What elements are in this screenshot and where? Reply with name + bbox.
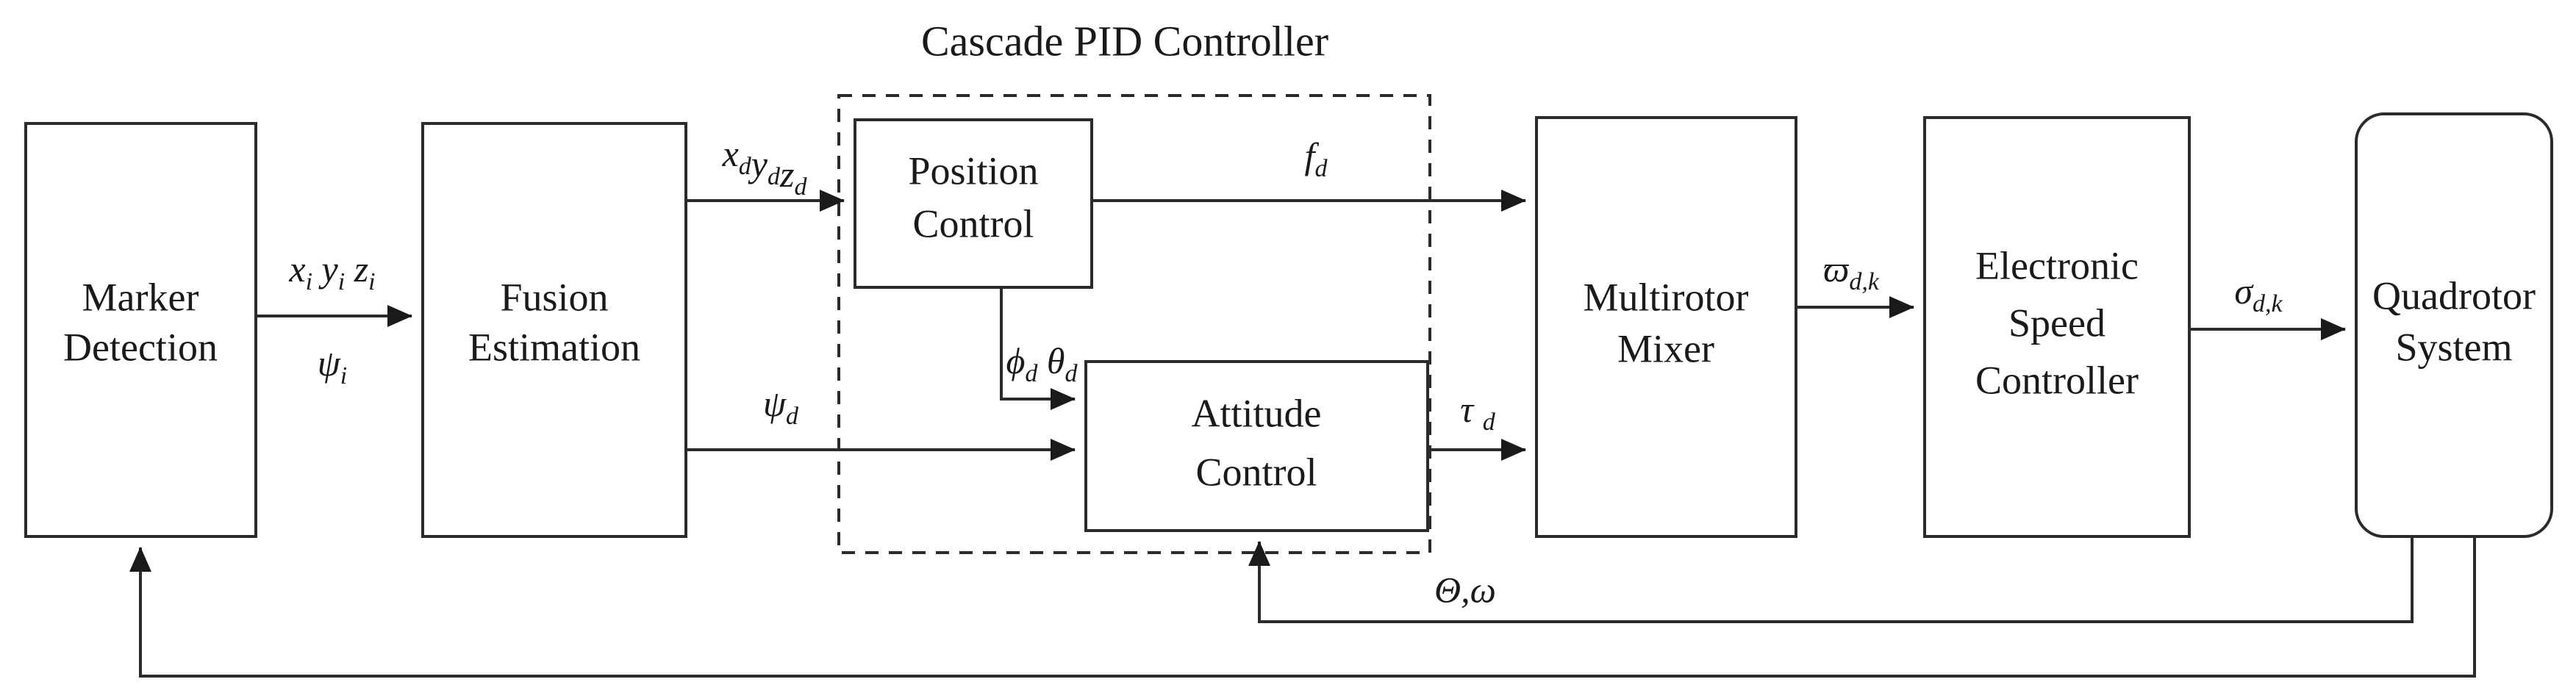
signal-label-fusion-to-attitude: ψd [763,383,799,429]
signal-label-fusion-to-position: xdydzd [722,133,808,200]
sig-psid-sub: d [786,403,799,430]
sig-psii-base: ψ [318,342,341,384]
esc-label-line1: Electronic [1975,243,2139,287]
sig-theta-omega: Θ,ω [1434,569,1496,610]
svg-text:τ d: τ d [1460,389,1495,435]
sig-taud-sub: d [1483,409,1496,436]
quadrotor-system-label-line2: System [2395,325,2512,369]
sig-xd-base: x [722,133,739,174]
sig-thetad-base: θ [1047,340,1065,381]
svg-text:ϕd θd: ϕd θd [1006,340,1078,387]
marker-detection-label-line1: Marker [82,275,199,319]
block-attitude-control[interactable]: Attitude Control [1084,360,1429,532]
fusion-estimation-label-line1: Fusion [500,275,608,319]
sig-zi-base: z [354,248,368,290]
marker-detection-box[interactable] [24,122,257,538]
cascade-pid-group-title: Cascade PID Controller [921,17,1328,65]
wire-outer-feedback [129,536,2476,678]
sig-varpi-sub: d,k [1849,268,1880,295]
attitude-control-label-line2: Control [1195,450,1317,494]
marker-detection-label-line2: Detection [63,325,218,369]
fusion-estimation-label-line2: Estimation [468,325,640,369]
sig-taud-base: τ [1460,389,1475,430]
signal-label-position-to-attitude: ϕd θd [1006,340,1078,387]
multirotor-mixer-label-line2: Mixer [1617,326,1714,370]
sig-sigma-sub: d,k [2253,290,2283,317]
svg-text:ϖd,k: ϖd,k [1823,248,1880,295]
signal-label-attitude-to-mixer: τ d [1460,389,1495,435]
block-quadrotor-system[interactable]: Quadrotor System [2355,112,2553,538]
sig-sigma-base: σ [2234,270,2254,312]
block-fusion-estimation[interactable]: Fusion Estimation [421,122,687,538]
attitude-control-box[interactable] [1084,360,1429,532]
wire-attitude-feedback [1248,536,2414,623]
sig-xi-sub: i [306,268,312,295]
block-marker-detection[interactable]: Marker Detection [24,122,257,538]
signal-label-marker-to-fusion-yaw: ψi [318,342,348,389]
block-position-control[interactable]: Position Control [854,118,1093,289]
signal-label-esc-to-quadrotor: σd,k [2234,270,2283,317]
sig-zi-sub: i [368,268,375,295]
svg-text:fd: fd [1305,135,1328,182]
sig-xi-base: x [288,248,305,290]
position-control-label-line2: Control [912,201,1034,245]
sig-yi-base: y [318,248,339,290]
attitude-control-label-line1: Attitude [1192,391,1322,435]
multirotor-mixer-box[interactable] [1535,116,1797,538]
sig-yd-base: y [748,143,768,184]
quadrotor-system-box[interactable] [2355,112,2553,538]
signal-label-marker-to-fusion-position: xi yi zi [288,248,375,295]
signal-label-attitude-feedback: Θ,ω [1434,569,1496,610]
sig-zd-base: z [779,154,794,195]
sig-yi-sub: i [338,268,345,295]
sig-psid-base: ψ [763,383,787,424]
svg-text:xdydzd: xdydzd [722,133,808,200]
esc-label-line3: Controller [1975,358,2139,402]
svg-text:ψi: ψi [318,342,348,389]
cascade-pid-group-boundary [837,94,1431,554]
cascade-pid-group: Cascade PID Controller [837,17,1431,554]
multirotor-mixer-label-line1: Multirotor [1584,275,1749,319]
quadrotor-system-label-line1: Quadrotor [2372,273,2536,317]
signal-label-position-to-mixer: fd [1305,135,1328,182]
position-control-box[interactable] [854,118,1093,289]
sig-phid-base: ϕ [1006,340,1026,381]
fusion-estimation-box[interactable] [421,122,687,538]
position-control-label-line1: Position [908,148,1038,193]
sig-varpi-base: ϖ [1823,248,1850,290]
signal-label-mixer-to-esc: ϖd,k [1823,248,1880,295]
sig-fd-sub: d [1314,155,1328,182]
esc-box[interactable] [1923,116,2191,538]
sig-zd-sub: d [794,173,807,201]
sig-psii-sub: i [340,362,347,389]
sig-xd-sub: d [739,153,752,180]
sig-yd-sub: d [768,163,781,190]
sig-phid-sub: d [1025,360,1038,387]
svg-text:xi yi zi: xi yi zi [288,248,375,295]
block-electronic-speed-controller[interactable]: Electronic Speed Controller [1923,116,2191,538]
svg-text:σd,k: σd,k [2234,270,2283,317]
esc-label-line2: Speed [2008,301,2105,345]
block-multirotor-mixer[interactable]: Multirotor Mixer [1535,116,1797,538]
svg-text:ψd: ψd [763,383,799,429]
sig-thetad-sub: d [1065,360,1078,387]
wire-position-to-attitude [1000,287,1076,410]
